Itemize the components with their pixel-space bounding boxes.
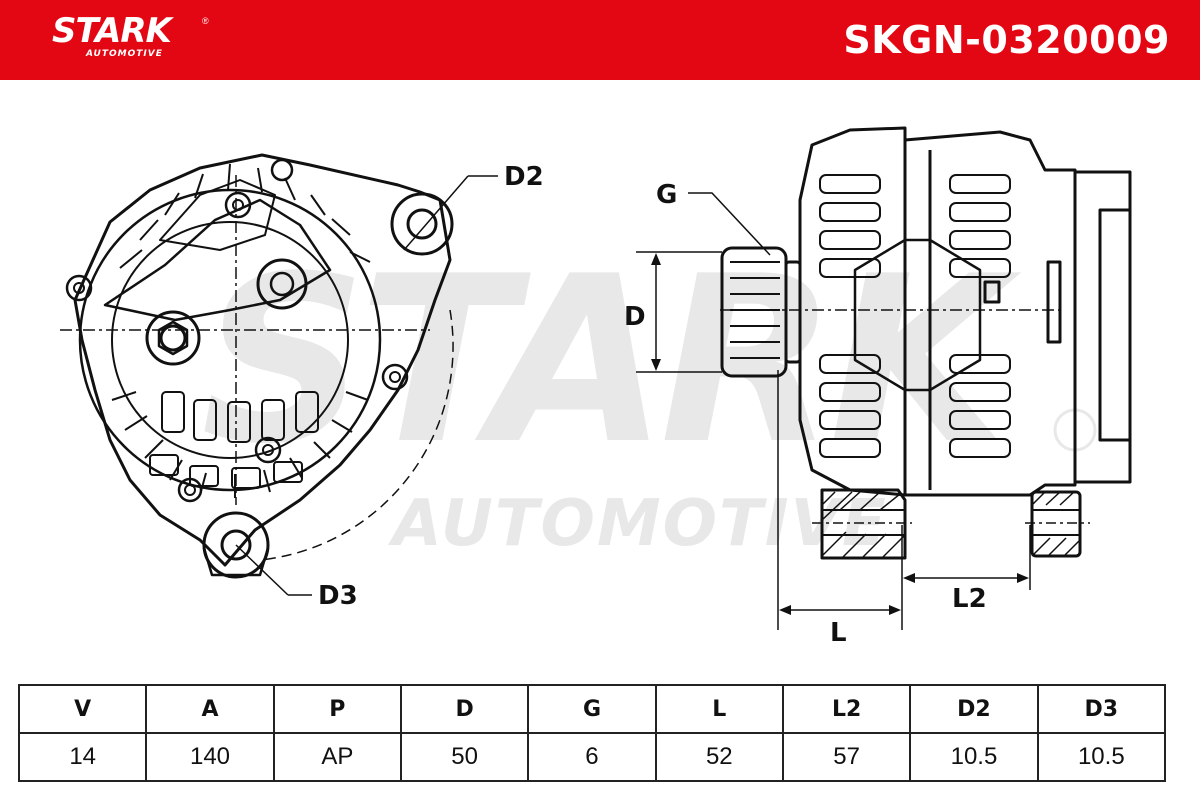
spec-value-cell: 57 — [781, 732, 912, 782]
brand-logo: STARK AUTOMOTIVE ® — [52, 11, 209, 60]
watermark-main: STARK — [201, 228, 1022, 495]
spec-header-cell: L2 — [781, 684, 912, 734]
brand-name: STARK — [52, 11, 172, 51]
alternator-side-view — [720, 126, 1132, 560]
spec-value-cell: AP — [272, 732, 402, 782]
brand-sub: AUTOMOTIVE — [86, 49, 163, 59]
spec-header-cell: P — [272, 684, 402, 734]
spec-table: V A P D G L L2 D2 D3 14 140 AP 50 6 52 5… — [17, 684, 1167, 782]
label-d2: D2 — [504, 162, 544, 192]
spec-value-cell: 50 — [399, 732, 530, 782]
spec-value-cell: 52 — [654, 732, 784, 782]
dimension-lines — [636, 192, 1090, 630]
spec-value-cell: 6 — [527, 732, 657, 782]
label-d3: D3 — [318, 581, 358, 611]
part-number: SKGN-0320009 — [843, 18, 1170, 62]
watermark: STARK AUTOMOTIVE — [201, 228, 1097, 561]
spec-header-cell: D2 — [909, 684, 1039, 734]
watermark-sub: AUTOMOTIVE — [387, 487, 888, 561]
label-l2: L2 — [952, 584, 987, 614]
spec-header-cell: D3 — [1036, 684, 1167, 734]
d2-leader — [403, 175, 498, 251]
label-g: G — [656, 180, 677, 210]
spec-header-cell: L — [654, 684, 784, 734]
spec-header-cell: G — [527, 684, 657, 734]
spec-value-cell: 10.5 — [1036, 732, 1167, 782]
spec-header-cell: V — [17, 684, 148, 734]
d3-leader — [235, 544, 312, 596]
spec-value-cell: 14 — [17, 732, 148, 782]
spec-value-cell: 10.5 — [909, 732, 1039, 782]
spec-value-cell: 140 — [145, 732, 275, 782]
label-d: D — [624, 302, 646, 332]
spec-header-row: V A P D G L L2 D2 D3 — [17, 684, 1167, 734]
spec-header-cell: D — [399, 684, 530, 734]
header-bar: STARK AUTOMOTIVE ® SKGN-0320009 — [0, 0, 1200, 80]
spec-value-row: 14 140 AP 50 6 52 57 10.5 10.5 — [17, 732, 1167, 782]
technical-drawing: STARK AUTOMOTIVE — [60, 126, 1132, 648]
alternator-front-view — [60, 153, 454, 579]
label-l: L — [830, 618, 847, 648]
registered-mark: ® — [202, 16, 209, 26]
spec-header-cell: A — [145, 684, 275, 734]
